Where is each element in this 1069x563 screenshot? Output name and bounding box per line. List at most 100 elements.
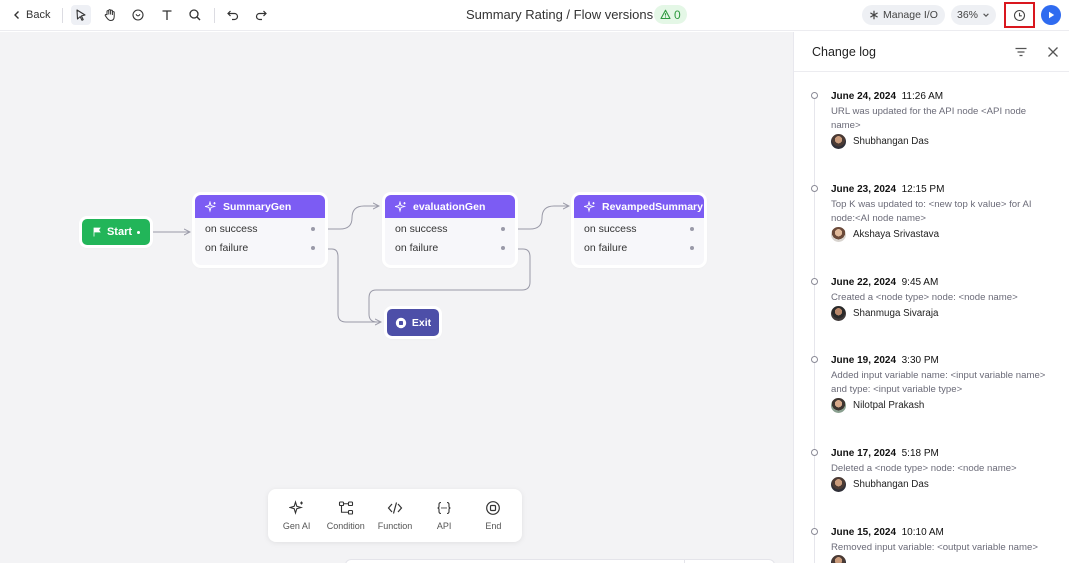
select-tool-button[interactable] [71,5,91,25]
success-output[interactable]: on success [195,219,325,238]
palette-label: End [485,521,502,531]
output-port[interactable] [311,245,315,250]
warning-icon [660,9,671,20]
search-tool-button[interactable] [185,5,205,25]
avatar [831,477,846,492]
node-summarygen[interactable]: SummaryGen on success on failure [195,195,325,265]
success-output[interactable]: on success [574,219,704,238]
edge-summarygen-failure-exit [326,248,381,322]
flag-icon [93,227,101,237]
failure-label: on failure [395,241,439,254]
back-label: Back [26,9,51,21]
redo-icon [255,10,267,21]
flow-title-dropdown[interactable]: Summary Rating / Flow versions [466,7,669,22]
sparkle-icon [395,200,407,213]
pan-tool-button[interactable] [100,5,120,25]
palette-function[interactable]: Function [371,500,419,531]
palette-label: Gen AI [282,521,311,531]
filter-icon[interactable] [1014,45,1028,59]
warnings-badge[interactable]: 0 [654,5,687,24]
start-output-port[interactable] [137,230,141,234]
asterisk-icon [870,10,878,20]
entry-timestamp: June 17, 2024 5:18 PM [831,448,939,459]
entry-timestamp: June 24, 2024 11:26 AM [831,91,944,102]
text-icon [162,10,172,20]
entry-user: Akshaya Srivastava [831,227,939,242]
node-title: RevampedSummary [602,200,703,213]
manage-io-button[interactable]: Manage I/O [862,5,945,25]
user-name: Shubhangan Das [853,136,929,147]
failure-label: on failure [584,241,628,254]
palette-gen-ai[interactable]: Gen AI [273,500,321,531]
palette-end[interactable]: End [469,500,517,531]
changelog-header: Change log [794,32,1069,72]
palette-label: Condition [326,521,365,531]
stop-icon [486,501,501,515]
toolbar-divider [62,8,63,23]
history-icon [1013,9,1026,21]
entry-user: Shubhangan Das [831,477,929,492]
history-button[interactable] [1004,2,1035,28]
comment-icon [132,9,144,21]
play-icon [1049,11,1055,19]
flow-edges [152,32,793,563]
success-output[interactable]: on success [385,219,515,238]
user-name: Nilotpal Prakash [853,400,925,411]
undo-icon [227,10,239,21]
success-label: on success [395,222,448,235]
entry-description: Top K was updated to: <new top k value> … [831,199,1032,224]
redo-button[interactable] [251,5,271,25]
node-revampedsummary[interactable]: RevampedSummary on success on failure [574,195,704,265]
timeline-bullet [811,92,818,99]
output-port[interactable] [690,245,694,250]
output-port[interactable] [311,226,315,231]
sparkle-icon [288,500,303,515]
timeline-bullet [811,528,818,535]
timeline-bullet [811,278,818,285]
edge-evaluationgen-revampedsummary [515,206,569,230]
start-node[interactable]: Start [82,219,150,245]
zoom-dropdown[interactable]: 36% [951,5,997,25]
output-port[interactable] [690,226,694,231]
node-title: evaluationGen [413,200,486,213]
entry-user: Shubhangan Das [831,134,929,149]
timeline-bullet [811,185,818,192]
flow-canvas[interactable]: Start SummaryGen on success on failure e… [0,32,793,563]
node-evaluationgen[interactable]: evaluationGen on success on failure [385,195,515,265]
changelog-panel: Change log June 24, 2024 11:26 AM URL wa… [793,32,1069,563]
output-port[interactable] [501,226,505,231]
palette-api[interactable]: API [420,500,468,531]
exit-node[interactable]: Exit [387,309,439,336]
node-title: SummaryGen [223,200,292,213]
entry-timestamp: June 22, 2024 9:45 AM [831,277,939,288]
start-label: Start [106,226,133,238]
output-port[interactable] [501,245,505,250]
failure-output[interactable]: on failure [195,238,325,257]
text-tool-button[interactable] [157,5,177,25]
comment-tool-button[interactable] [128,5,148,25]
failure-label: on failure [205,241,249,254]
success-label: on success [584,222,637,235]
zoom-value: 36% [957,9,979,21]
entry-user: Shanmuga Sivaraja [831,306,939,321]
success-label: on success [205,222,258,235]
sparkle-icon [584,200,596,213]
palette-label: Function [377,521,413,531]
stop-circle-icon [395,317,407,328]
undo-button[interactable] [223,5,243,25]
flow-title: Summary Rating / Flow versions [466,7,654,22]
entry-timestamp: June 23, 2024 12:15 PM [831,184,945,195]
failure-output[interactable]: on failure [574,238,704,257]
sparkle-icon [205,200,217,213]
palette-condition[interactable]: Condition [322,500,370,531]
node-palette: Gen AI Condition Function API End [268,489,522,542]
failure-output[interactable]: on failure [385,238,515,257]
close-icon[interactable] [1046,45,1060,59]
avatar [831,306,846,321]
braces-icon [437,501,451,515]
bottom-bar-divider [684,560,685,563]
node-header: SummaryGen [195,195,325,218]
entry-description: Created a <node type> node: <node name> [831,292,1018,303]
run-button[interactable] [1041,5,1061,25]
back-button[interactable]: Back [12,6,50,24]
